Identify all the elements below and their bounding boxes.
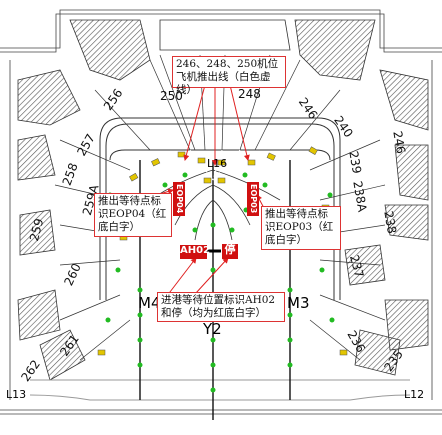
terminal-building [17,19,429,381]
eop04-sign: EOP04 [173,182,185,216]
eop03-sign: EOP03 [247,182,259,216]
stand-258-label: 258 [60,161,81,187]
ah02-sign: AH02 [180,245,210,259]
stand-250-label: 250 [160,89,183,103]
stop-sign: 停 [222,244,238,259]
stand-246b-label: 246 [390,130,408,155]
stand-248-label: 248 [238,87,261,101]
stand-240-label: 240 [331,113,356,140]
stand-237-label: 237 [347,253,366,279]
callout-ah02-stop: 进港等待位置标识AH02和停（均为红底白字） [157,292,285,322]
stand-256-label: 256 [101,86,126,113]
stand-260-label: 260 [61,261,83,288]
apron-taxilanes [29,117,411,401]
stand-239-label: 239 [346,150,364,175]
taxiway-y2-label: Y2 [202,320,222,338]
taxiway-m3-label: M3 [287,294,310,312]
stand-lead-lines [54,54,386,361]
taxiway-m4-label: M4 [138,294,161,312]
taxiway-l12-label: L12 [404,388,424,401]
perimeter-roads [0,9,442,415]
callout-eop03: 推出等待点标识EOP03（红底白字） [261,206,341,250]
stand-257-label: 257 [74,131,98,158]
stand-259-label: 259 [27,217,46,243]
callout-pushback-lines: 246、248、250机位飞机推出线（白色虚线） [172,56,286,96]
taxiway-l13-label: L13 [6,388,26,401]
stand-238a-label: 238A [350,180,369,214]
stand-238-label: 238 [381,210,399,235]
taxiway-l16-label: L16 [207,157,227,170]
callout-eop04: 推出等待点标识EOP04（红底白字） [94,193,172,237]
taxiway-names: L16 M4 M3 Y2 L13 L12 [6,157,424,401]
